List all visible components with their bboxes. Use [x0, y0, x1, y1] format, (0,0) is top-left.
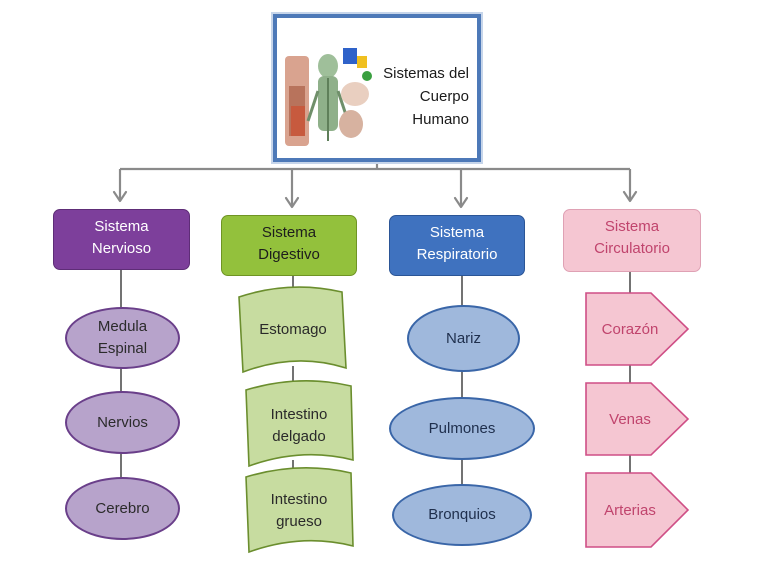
diagram-title: Sistemas del Cuerpo Humano	[359, 62, 469, 131]
node-corazon: Corazón	[588, 319, 672, 341]
node-label: Venas	[609, 411, 651, 428]
node-label: Cerebro	[95, 499, 150, 517]
node-medula-espinal: Medula Espinal	[65, 307, 180, 369]
node-intestino-delgado: Intestino delgado	[249, 404, 349, 448]
title-line-1: Sistemas del	[383, 65, 469, 82]
intestino-delgado-shape	[245, 380, 354, 468]
header-line-2: Digestivo	[258, 246, 320, 263]
title-box: Sistemas del Cuerpo Humano	[273, 14, 481, 162]
header-sistema-respiratorio: Sistema Respiratorio	[389, 215, 525, 276]
node-label-line-2: Espinal	[97, 340, 148, 357]
node-intestino-grueso: Intestino grueso	[249, 489, 349, 533]
node-bronquios: Bronquios	[392, 484, 532, 546]
node-label: Nervios	[97, 413, 148, 431]
human-anatomy-collage-icon	[285, 48, 372, 146]
node-arterias: Arterias	[588, 500, 672, 522]
header-line-2: Circulatorio	[594, 240, 670, 257]
header-sistema-nervioso: Sistema Nervioso	[53, 209, 190, 270]
corazon-shape	[585, 292, 690, 366]
node-label-line-2: delgado	[272, 428, 326, 445]
node-pulmones: Pulmones	[389, 397, 535, 460]
intestino-grueso-shape	[245, 467, 354, 554]
node-venas: Venas	[588, 409, 672, 431]
node-label: Corazón	[601, 321, 659, 338]
header-line-2: Respiratorio	[416, 246, 498, 263]
venas-shape	[585, 382, 690, 456]
header-line-1: Sistema	[429, 224, 485, 241]
node-label: Arterias	[604, 502, 656, 519]
node-estomago: Estomago	[244, 319, 342, 341]
node-label-line-1: Medula	[97, 318, 148, 335]
node-label: Estomago	[259, 321, 327, 338]
estomago-shape	[238, 286, 347, 374]
node-label: Pulmones	[428, 419, 496, 437]
node-label-line-1: Intestino	[270, 491, 328, 508]
node-nariz: Nariz	[407, 305, 520, 372]
arterias-shape	[585, 472, 690, 548]
title-line-2: Cuerpo	[419, 88, 469, 105]
title-line-3: Humano	[412, 111, 469, 128]
header-sistema-circulatorio: Sistema Circulatorio	[563, 209, 701, 272]
node-label-line-2: grueso	[276, 513, 322, 530]
node-label: Bronquios	[428, 506, 496, 523]
node-cerebro: Cerebro	[65, 477, 180, 540]
node-nervios: Nervios	[65, 391, 180, 454]
header-sistema-digestivo: Sistema Digestivo	[221, 215, 357, 276]
header-line-1: Sistema	[604, 218, 660, 235]
header-line-2: Nervioso	[91, 240, 152, 257]
header-line-1: Sistema	[261, 224, 317, 241]
header-line-1: Sistema	[94, 218, 149, 235]
node-label: Nariz	[445, 329, 481, 347]
node-label-line-1: Intestino	[270, 406, 328, 423]
